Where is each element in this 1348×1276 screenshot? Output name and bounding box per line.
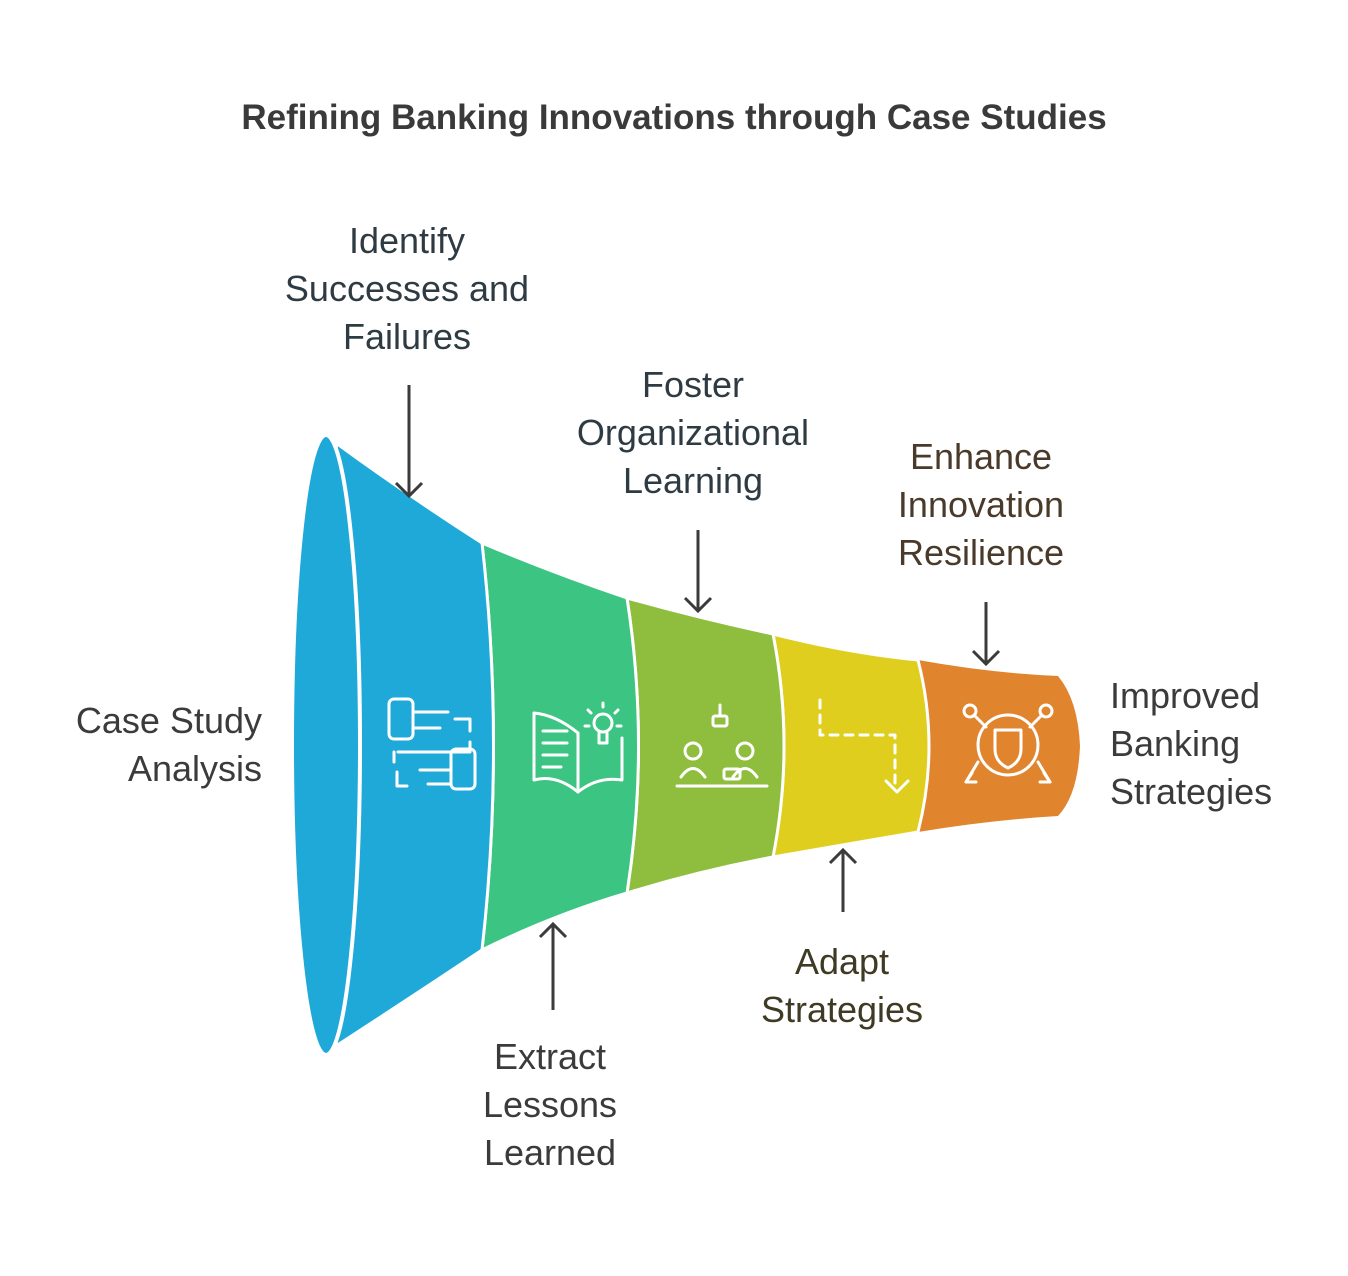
shield-network-icon xyxy=(962,703,1054,784)
funnel-stage-5 xyxy=(918,660,1080,832)
end-label: Improved Banking Strategies xyxy=(1110,675,1273,812)
funnel-stage-2 xyxy=(480,540,640,953)
funnel-stage-3 xyxy=(625,595,786,896)
funnel-mouth xyxy=(290,433,362,1057)
arrow-down-stage-1 xyxy=(394,385,424,499)
book-lightbulb-icon xyxy=(532,701,624,794)
funnel-stage-4 xyxy=(771,631,931,859)
flow-process-icon xyxy=(387,697,477,791)
start-label: Case Study Analysis xyxy=(75,700,262,789)
team-meeting-icon xyxy=(675,703,769,788)
page-title: Refining Banking Innovations through Cas… xyxy=(241,98,1107,137)
arrow-up-stage-2 xyxy=(538,921,568,1010)
arrow-up-stage-4 xyxy=(828,847,858,912)
arrow-down-stage-3 xyxy=(683,530,713,614)
arrow-down-stage-5 xyxy=(971,602,1001,667)
dashed-path-arrow-icon xyxy=(818,698,910,794)
stage-4-label: Adapt Strategies xyxy=(760,941,924,1030)
stage-3-label: Foster Organizational Learning xyxy=(576,364,810,501)
stage-5-label: Enhance Innovation Resilience xyxy=(897,436,1065,573)
stage-2-label: Extract Lessons Learned xyxy=(482,1036,618,1173)
stage-1-label: Identify Successes and Failures xyxy=(284,220,530,357)
